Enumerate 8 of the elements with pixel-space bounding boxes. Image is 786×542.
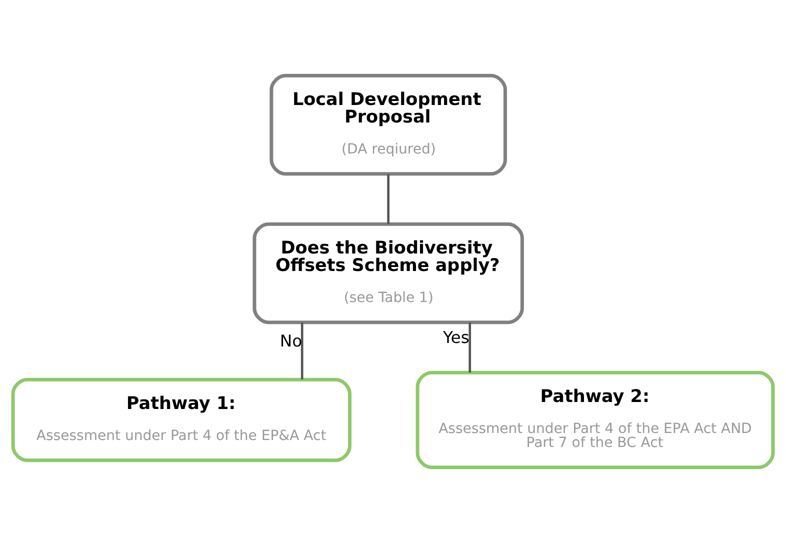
connector bbox=[387, 174, 390, 224]
node-box: Pathway 2: Assessment under Part 4 of the EPA Act AND Part 7 of the BC Act bbox=[416, 370, 775, 469]
node-box: Pathway 1: Assessment under Part 4 of the EP&A Act bbox=[11, 377, 352, 462]
connector bbox=[300, 322, 304, 379]
node-box: Does the Biodiversity Offsets Scheme apply? (see Table 1) bbox=[252, 222, 524, 324]
connector bbox=[468, 322, 472, 372]
node-box: Local Development Proposal (DA reqiured) bbox=[270, 73, 507, 176]
edge-label: Yes bbox=[442, 328, 470, 347]
